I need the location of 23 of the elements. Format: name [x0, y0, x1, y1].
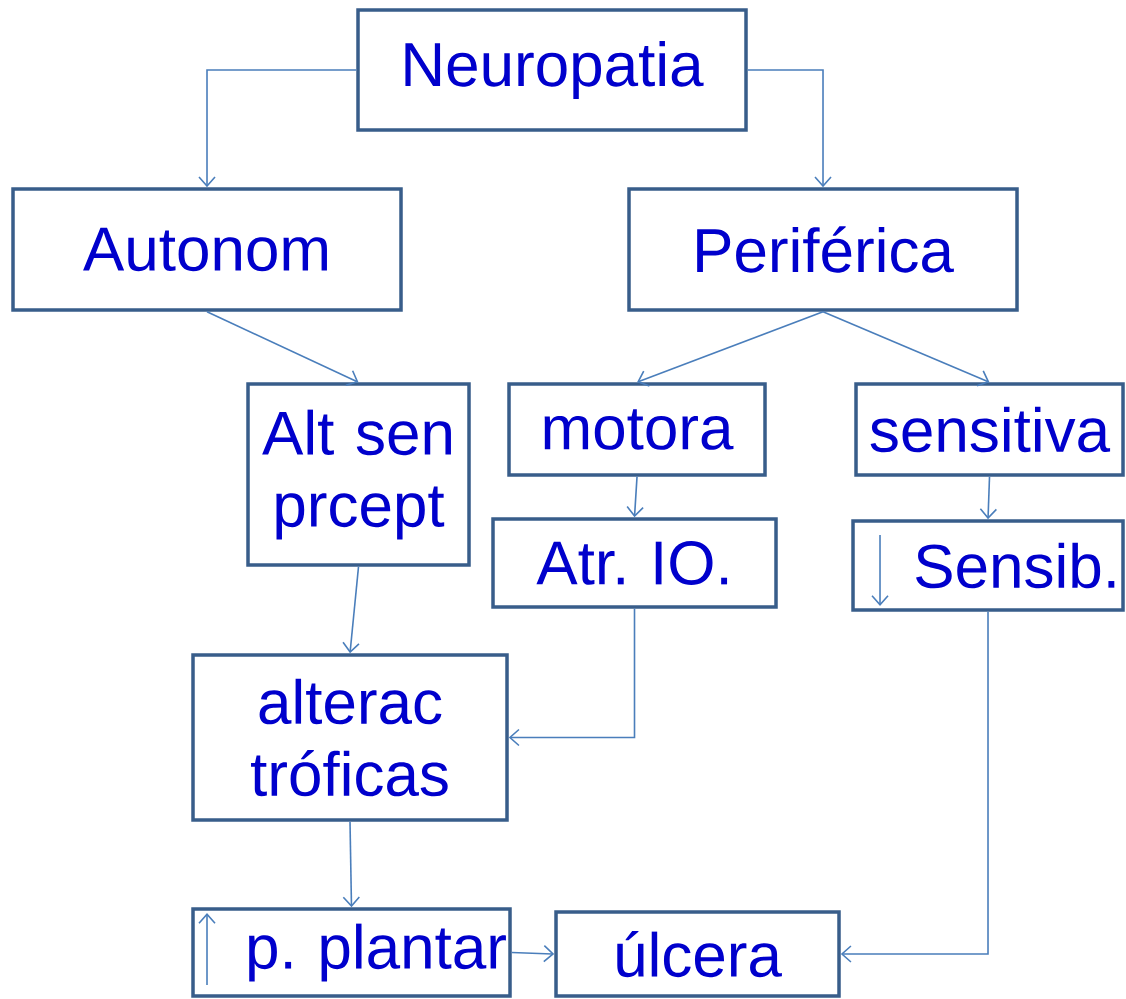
arrow [510, 944, 555, 963]
box: úlcera [554, 910, 841, 998]
arrow [746, 69, 832, 188]
box: Atr. IO. [491, 517, 778, 609]
box: Sensib. [851, 519, 1125, 612]
arrow [822, 310, 990, 387]
arrow [626, 475, 644, 518]
box: alterac tróficas [191, 653, 509, 822]
box: Alt sen prcept [246, 382, 471, 567]
box: Autonom [11, 187, 403, 312]
arrow [342, 565, 360, 654]
arrow [342, 820, 361, 908]
arrow [979, 475, 998, 520]
arrow [206, 310, 359, 386]
box: motora [507, 382, 767, 477]
arrow [198, 69, 358, 188]
arrow [508, 607, 636, 747]
box: Neuropatia [356, 8, 748, 132]
box: Periférica [627, 187, 1019, 312]
arrow [637, 310, 824, 387]
arrow [840, 610, 989, 963]
box: p. plantar [191, 907, 512, 998]
box: sensitiva [854, 382, 1125, 477]
